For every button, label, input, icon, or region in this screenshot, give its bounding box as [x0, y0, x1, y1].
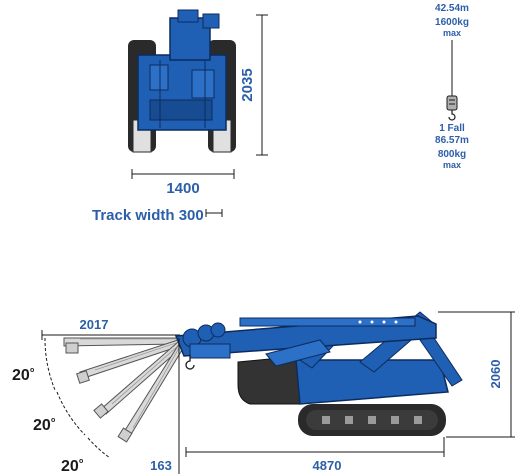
side-height-label: 2060 [488, 360, 503, 389]
front-width-dimension: 1400 [131, 169, 235, 197]
angle-3-degree: o [79, 458, 83, 465]
top-load-unit: max [443, 28, 461, 38]
fall-load-label: 800kg [438, 149, 466, 160]
angle-1-degree: o [30, 367, 34, 374]
track-width-dimension: Track width 300 [92, 207, 223, 224]
front-view-machine [128, 9, 236, 153]
angle-3-label: 20 [61, 458, 79, 474]
fall-load-unit: max [443, 160, 461, 170]
angle-2-degree: o [51, 417, 55, 424]
side-height-dimension: 2060 [438, 311, 515, 438]
hook-block-icon [446, 95, 458, 121]
angle-2-label: 20 [33, 417, 51, 434]
bottom-dimensions: 163 4870 [150, 338, 445, 474]
hook-info: 42.54m 1600kg max 1 Fall 86.57m 800kg ma… [435, 3, 469, 170]
top-load-label: 1600kg [435, 17, 469, 28]
jib-length-label: 2017 [80, 317, 109, 332]
fall-reach-label: 86.57m [435, 135, 469, 146]
offset-label: 163 [150, 458, 172, 473]
front-width-label: 1400 [166, 180, 199, 197]
front-height-dimension: 2035 [239, 14, 268, 156]
jib-length-dimension: 2017 [41, 317, 180, 340]
angle-arcs [44, 337, 111, 459]
jib-positions [63, 337, 183, 443]
length-label: 4870 [313, 458, 342, 473]
angle-1-label: 20 [12, 367, 30, 384]
side-view-machine [174, 311, 463, 436]
fall-label: 1 Fall [439, 123, 465, 134]
track-width-label: Track width 300 [92, 207, 204, 224]
front-height-label: 2035 [239, 68, 256, 101]
top-reach-label: 42.54m [435, 3, 469, 14]
